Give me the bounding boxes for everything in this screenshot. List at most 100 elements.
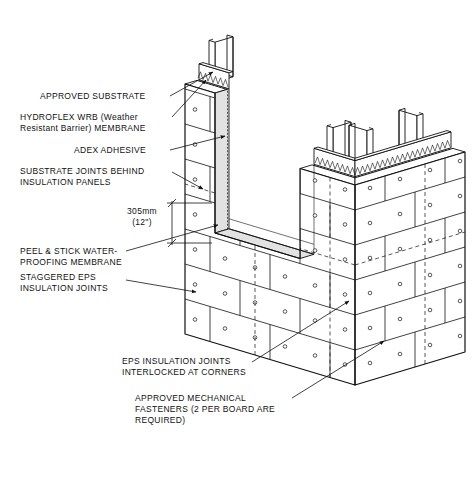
fastener bbox=[313, 109, 317, 113]
callout-text: 305mm (12") bbox=[127, 206, 157, 227]
eps-joint bbox=[185, 159, 355, 210]
steel-stud-lip bbox=[369, 128, 373, 129]
steel-stud-lip bbox=[209, 39, 213, 40]
substrate-edge bbox=[314, 147, 355, 161]
fastener bbox=[223, 257, 227, 261]
eps-joint bbox=[415, 262, 416, 297]
fastener bbox=[398, 317, 402, 321]
callout-text: APPROVED MECHANICAL FASTENERS (2 PER BOA… bbox=[135, 393, 275, 425]
right-face-joints bbox=[338, 60, 474, 367]
substrate-joint-hidden bbox=[355, 232, 465, 265]
eps-joint bbox=[385, 236, 386, 271]
eps-right-face bbox=[355, 152, 465, 385]
callout-label: ADEX ADHESIVE bbox=[74, 145, 168, 156]
fastener bbox=[398, 282, 402, 286]
fastener bbox=[313, 354, 317, 358]
fastener bbox=[163, 274, 167, 278]
fastener bbox=[283, 170, 287, 174]
leader-line bbox=[126, 280, 196, 292]
eps-joint bbox=[300, 89, 301, 124]
fastener bbox=[313, 144, 317, 148]
fastener bbox=[283, 205, 287, 209]
eps-joint bbox=[385, 306, 386, 341]
fastener bbox=[373, 302, 377, 306]
fastener bbox=[458, 159, 462, 163]
fastener bbox=[368, 256, 372, 260]
left-face-joints bbox=[120, 35, 377, 378]
fastener bbox=[428, 98, 432, 102]
fastener bbox=[343, 258, 347, 262]
fastener bbox=[223, 292, 227, 296]
fastener bbox=[283, 100, 287, 104]
eps-joint bbox=[185, 194, 355, 245]
eps-joint bbox=[185, 229, 355, 280]
fastener bbox=[398, 177, 402, 181]
eps-joint bbox=[180, 263, 181, 298]
leader-line bbox=[292, 341, 384, 398]
eps-joint bbox=[385, 166, 386, 201]
opening-back-edge bbox=[314, 164, 315, 254]
callout-text: EPS INSULATION JOINTS INTERLOCKED AT COR… bbox=[122, 356, 246, 377]
eps-joint bbox=[270, 325, 271, 360]
fastener bbox=[223, 82, 227, 86]
leader-line bbox=[170, 72, 213, 96]
eps-joint bbox=[445, 148, 446, 183]
fastener bbox=[343, 153, 347, 157]
eps-joint bbox=[270, 255, 271, 290]
eps-joint bbox=[240, 281, 241, 316]
eps-joint bbox=[445, 78, 446, 113]
fastener bbox=[458, 124, 462, 128]
eps-joint bbox=[270, 115, 271, 150]
eps-joint bbox=[355, 107, 465, 140]
fastener bbox=[193, 213, 197, 217]
fastener bbox=[398, 212, 402, 216]
fastener bbox=[398, 107, 402, 111]
fastener bbox=[368, 361, 372, 365]
fastener bbox=[398, 142, 402, 146]
callout-label: APPROVED SUBSTRATE bbox=[40, 91, 168, 102]
fastener bbox=[133, 195, 137, 199]
fastener bbox=[223, 152, 227, 156]
fastener bbox=[458, 264, 462, 268]
eps-joint bbox=[355, 177, 465, 210]
eps-joint bbox=[185, 89, 355, 140]
eps-joint bbox=[385, 96, 386, 131]
fastener bbox=[368, 326, 372, 330]
fastener bbox=[253, 91, 257, 95]
peel-stick-membrane-jamb bbox=[215, 89, 229, 233]
callout-text: SUBSTRATE JOINTS BEHIND INSULATION PANEL… bbox=[20, 166, 144, 187]
substrate-joint-hidden bbox=[185, 184, 215, 193]
fastener bbox=[253, 161, 257, 165]
fastener bbox=[458, 194, 462, 198]
fastener bbox=[253, 196, 257, 200]
fastener bbox=[193, 248, 197, 252]
eps-joint bbox=[150, 289, 151, 324]
fastener bbox=[343, 118, 347, 122]
eps-joint bbox=[120, 175, 121, 210]
eps-joint bbox=[415, 192, 416, 227]
callout-label: HYDROFLEX WRB (Weather Resistant Barrier… bbox=[20, 112, 168, 134]
eps-joint bbox=[185, 299, 355, 350]
fastener bbox=[133, 265, 137, 269]
eps-joint bbox=[180, 53, 181, 88]
fastener bbox=[428, 343, 432, 347]
eps-joint bbox=[300, 299, 301, 334]
fastener bbox=[343, 188, 347, 192]
eps-joint bbox=[330, 133, 331, 168]
fastener bbox=[398, 352, 402, 356]
fastener bbox=[338, 125, 342, 129]
fastener bbox=[283, 310, 287, 314]
fastener bbox=[368, 151, 372, 155]
fastener bbox=[428, 308, 432, 312]
eps-right-face-outline bbox=[355, 152, 465, 385]
leader-line bbox=[172, 172, 203, 189]
peel-stick-membrane-sill bbox=[215, 229, 314, 259]
fastener bbox=[428, 168, 432, 172]
fastener bbox=[163, 64, 167, 68]
fastener bbox=[343, 223, 347, 227]
fastener bbox=[398, 247, 402, 251]
callout-label: SUBSTRATE JOINTS BEHIND INSULATION PANEL… bbox=[20, 166, 168, 188]
fastener bbox=[223, 327, 227, 331]
fastener bbox=[458, 334, 462, 338]
leader-line bbox=[252, 301, 349, 362]
